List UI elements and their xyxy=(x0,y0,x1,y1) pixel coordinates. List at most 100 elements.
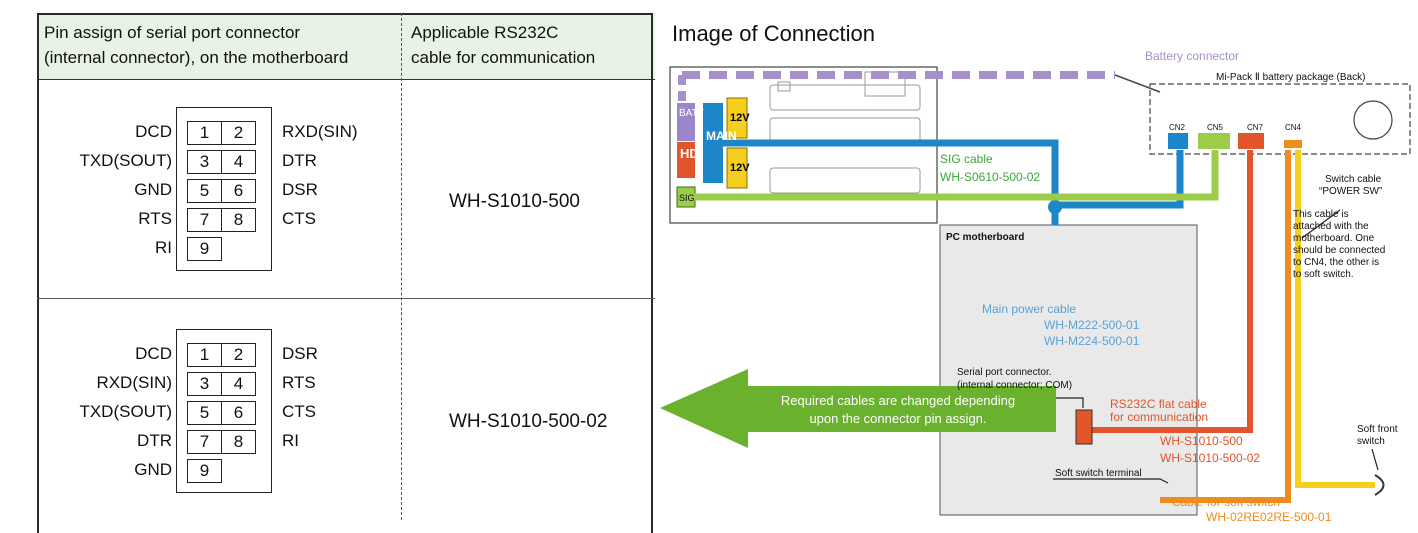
serial-port-connector xyxy=(1075,409,1093,445)
pin-label-right: DTR xyxy=(282,151,317,170)
pin-2: 2 xyxy=(221,121,256,145)
pin-label-left: GND xyxy=(134,460,172,479)
pc-motherboard-label: PC motherboard xyxy=(946,232,1025,243)
12v-bottom-label: 12V xyxy=(730,162,750,174)
sig-cable-line xyxy=(690,150,1219,201)
soft-switch-pn: WH-02RE02RE-500-01 xyxy=(1206,510,1332,524)
sig-label: SIG xyxy=(679,193,695,203)
cn7-label: CN7 xyxy=(1247,123,1264,132)
header-pin-assign-line2: (internal connector), on the motherboard xyxy=(44,48,349,67)
connection-diagram xyxy=(660,66,1411,516)
soft-front-switch-label-2: switch xyxy=(1357,436,1385,447)
rs232c-cable-line xyxy=(1090,150,1253,433)
batt-label: BATT xyxy=(679,108,704,119)
pin-label-left: DTR xyxy=(137,431,172,450)
12v-top-label: 12V xyxy=(730,112,750,124)
pin-9: 9 xyxy=(187,237,222,261)
soft-front-switch-icon xyxy=(1374,474,1385,496)
pin-label-right: RTS xyxy=(282,373,316,392)
batt-connector xyxy=(677,103,695,141)
cable-part-number-2: WH-S1010-500-02 xyxy=(449,411,608,432)
sig-cable-pn: WH-S0610-500-02 xyxy=(940,170,1041,184)
pin-label-right: DSR xyxy=(282,344,318,363)
cn4-label: CN4 xyxy=(1285,123,1302,132)
pin-label-left: TXD(SOUT) xyxy=(79,402,172,421)
pin-label-left: DCD xyxy=(135,122,172,141)
pin-5: 5 xyxy=(187,179,222,203)
cn2-label: CN2 xyxy=(1169,123,1186,132)
pin-2: 2 xyxy=(221,343,256,367)
package-label: Mi-Pack Ⅱ battery package (Back) xyxy=(1216,72,1366,83)
pin-6: 6 xyxy=(221,179,256,203)
pin-label-right: CTS xyxy=(282,402,316,421)
pin-label-left: DCD xyxy=(135,344,172,363)
hd-label: HD xyxy=(680,146,699,161)
pin-8: 8 xyxy=(221,208,256,232)
main-power-pn1: WH-M222-500-01 xyxy=(1044,318,1140,332)
column-divider xyxy=(401,13,402,520)
switch-cable-label-2: “POWER SW” xyxy=(1319,186,1383,197)
connector-outline xyxy=(176,107,272,271)
diagram-title: Image of Connection xyxy=(672,21,876,46)
12v-connector-bottom xyxy=(726,147,748,189)
soft-switch-terminal-label: Soft switch terminal xyxy=(1055,468,1142,479)
pin-5: 5 xyxy=(187,401,222,425)
main-power-cable-label: Main power cable xyxy=(982,302,1077,316)
header-pin-assign-line1: Pin assign of serial port connector xyxy=(44,23,301,42)
pin-label-left: RI xyxy=(155,238,172,257)
pc-motherboard xyxy=(939,224,1198,516)
package-fan xyxy=(1353,100,1393,140)
pin-assign-arrow xyxy=(660,369,1056,448)
pin-label-right: RI xyxy=(282,431,299,450)
table-header xyxy=(37,13,655,80)
pin-8: 8 xyxy=(221,430,256,454)
header-cable-line1: Applicable RS232C xyxy=(411,23,559,42)
hd-connector xyxy=(677,142,695,178)
serial-connector-label-1: Serial port connector. xyxy=(957,367,1052,378)
main-connector xyxy=(703,103,723,183)
soft-front-switch-label-1: Soft front xyxy=(1357,424,1398,435)
pin-label-left: RTS xyxy=(138,209,172,228)
12v-connector-top xyxy=(726,97,748,139)
soft-switch-cable-label: Cable for soft switch xyxy=(1172,495,1281,509)
arrow-text-line2: upon the connector pin assign. xyxy=(809,411,987,426)
pin-9: 9 xyxy=(187,459,222,483)
arrow-text-line1: Required cables are changed depending xyxy=(780,393,1016,408)
sig-cable-label: SIG cable xyxy=(940,152,993,166)
pin-assign-table: Pin assign of serial port connector (int… xyxy=(37,13,655,533)
table-frame xyxy=(37,13,653,533)
pin-7: 7 xyxy=(187,208,222,232)
pin-1: 1 xyxy=(187,343,222,367)
rs232c-cable-label-1: RS232C flat cable xyxy=(1110,397,1207,411)
switch-cable-line xyxy=(1295,150,1375,488)
row-divider xyxy=(37,298,655,299)
pin-3: 3 xyxy=(187,150,222,174)
header-cable-line2: cable for communication xyxy=(411,48,596,67)
connector-outline xyxy=(176,329,272,493)
pin-label-right: RXD(SIN) xyxy=(282,122,358,141)
rs232c-cable-label-2: for communication xyxy=(1110,410,1209,424)
pin-label-left: RXD(SIN) xyxy=(96,373,172,392)
switch-cable-label-1: Switch cable xyxy=(1325,174,1382,185)
pin-4: 4 xyxy=(221,372,256,396)
rs232c-pn2: WH-S1010-500-02 xyxy=(1160,451,1261,465)
main-label: MAIN xyxy=(706,129,737,143)
pin-label-left: GND xyxy=(134,180,172,199)
serial-connector-label-2: (internal connector; COM) xyxy=(957,380,1073,391)
main-power-pn2: WH-M224-500-01 xyxy=(1044,334,1140,348)
battery-connector-label: Battery connector xyxy=(1145,49,1240,63)
pin-label-left: TXD(SOUT) xyxy=(79,151,172,170)
rs232c-pn1: WH-S1010-500 xyxy=(1160,434,1243,448)
cn4-block xyxy=(1284,140,1302,148)
cn5-block xyxy=(1198,133,1230,149)
board-vents xyxy=(769,71,921,194)
soft-switch-cable-line xyxy=(1160,150,1291,503)
pin-6: 6 xyxy=(221,401,256,425)
cn7-block xyxy=(1238,133,1264,149)
cable-part-number-1: WH-S1010-500 xyxy=(449,191,580,212)
pin-4: 4 xyxy=(221,150,256,174)
pin-3: 3 xyxy=(187,372,222,396)
pin-label-right: CTS xyxy=(282,209,316,228)
cn2-block xyxy=(1168,133,1188,149)
pin-label-right: DSR xyxy=(282,180,318,199)
